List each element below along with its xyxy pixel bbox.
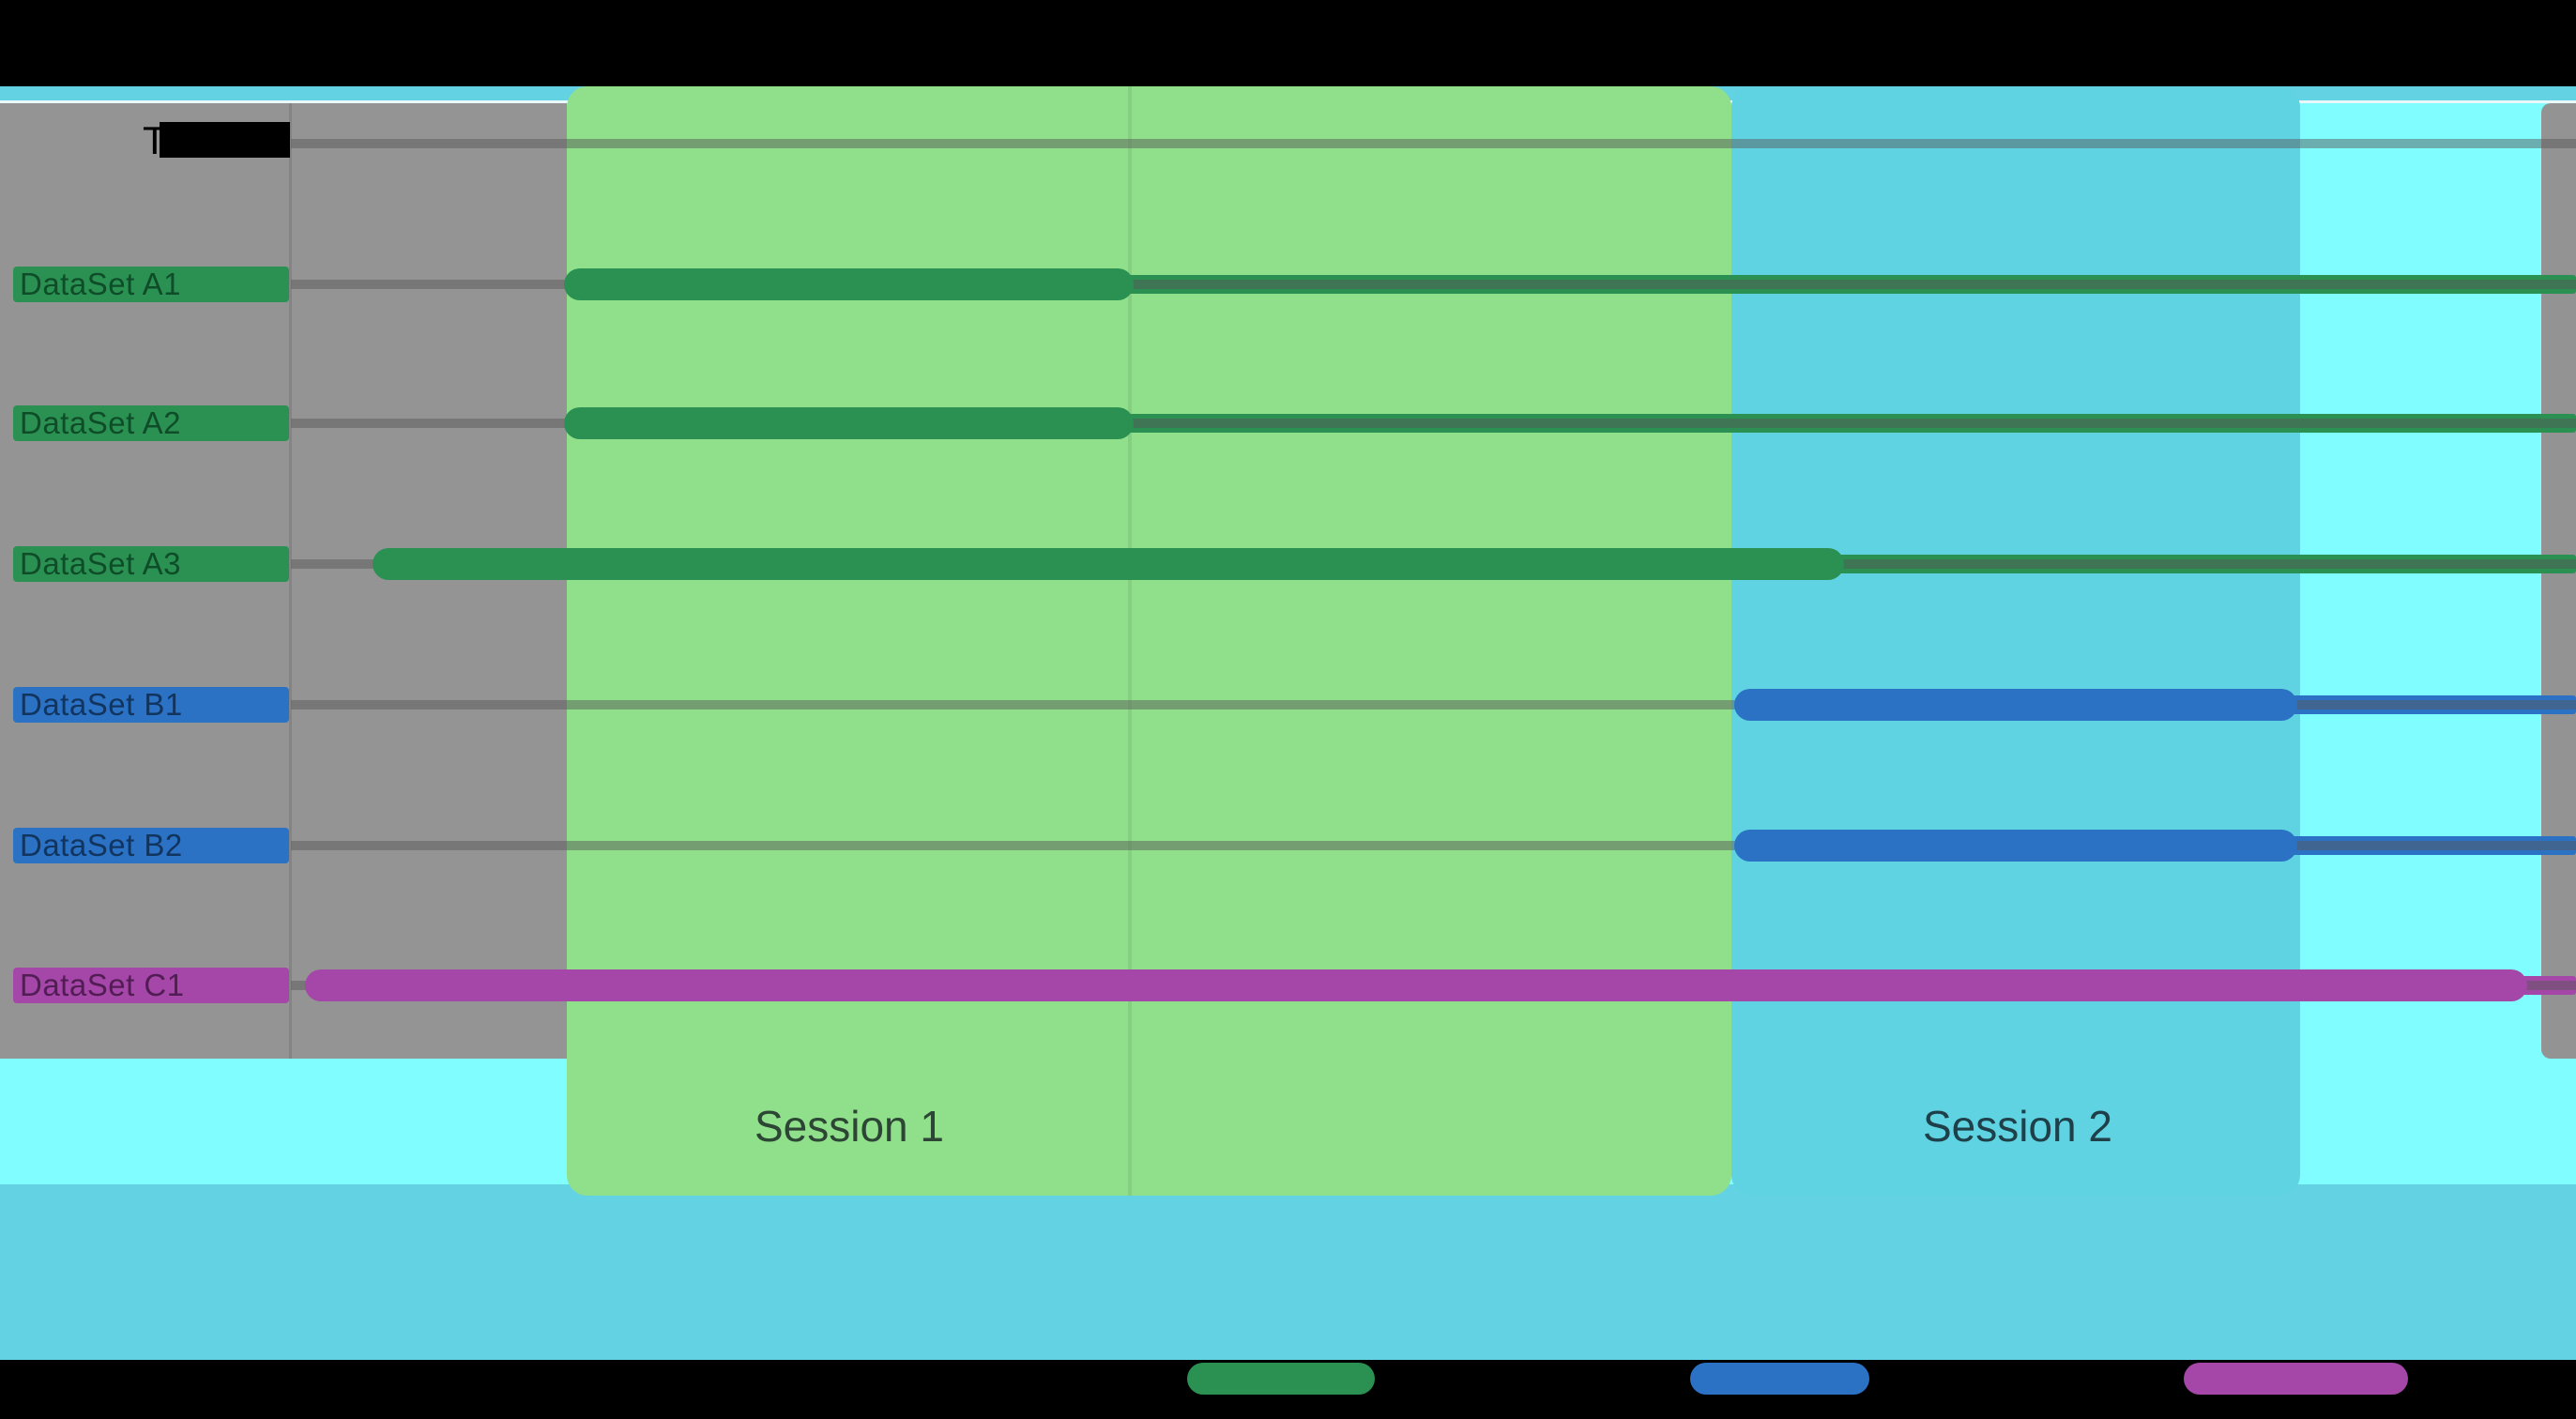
bottom-black-bar [0, 1360, 2576, 1419]
dataset-c-swatch [2184, 1363, 2408, 1395]
bar-extension-line [1837, 555, 2576, 573]
dataset-b-swatch [1690, 1363, 1869, 1395]
task-bar [305, 969, 2527, 1001]
dataset-a-swatch [1187, 1363, 1375, 1395]
label-column-divider [289, 103, 292, 1059]
bar-extension-line [1126, 275, 2576, 294]
right-gray-column [2541, 103, 2576, 1059]
horizontal-gridline [291, 700, 2576, 710]
horizontal-gridline [291, 841, 2576, 850]
row-label: DataSet A3 [13, 546, 289, 582]
row-label: DataSet A2 [13, 405, 289, 441]
session-band-2 [1731, 86, 2300, 1196]
horizontal-gridline [291, 280, 2576, 289]
bar-extension-line [2290, 836, 2576, 855]
row-label: DataSet B1 [13, 687, 289, 723]
task-bar [373, 548, 1844, 580]
session-label: Session 2 [1922, 1102, 2113, 1151]
horizontal-gridline [291, 419, 2576, 428]
bar-extension-line [1126, 414, 2576, 433]
top-black-bar [0, 0, 2576, 86]
row-label: DataSet A1 [13, 267, 289, 302]
task-bar [1734, 689, 2297, 721]
row-label: DataSet C1 [13, 968, 289, 1003]
vertical-gridline [1128, 86, 1132, 1196]
task-bar [1734, 830, 2297, 862]
row-label: DataSet B2 [13, 828, 289, 863]
redaction-box [160, 122, 290, 158]
task-bar [564, 268, 1134, 300]
legend [0, 1360, 2576, 1419]
task-bar [564, 407, 1134, 439]
bar-extension-line [2520, 976, 2576, 995]
bar-extension-line [2290, 695, 2576, 714]
horizontal-gridline [291, 139, 2576, 148]
session-label: Session 1 [754, 1102, 945, 1151]
